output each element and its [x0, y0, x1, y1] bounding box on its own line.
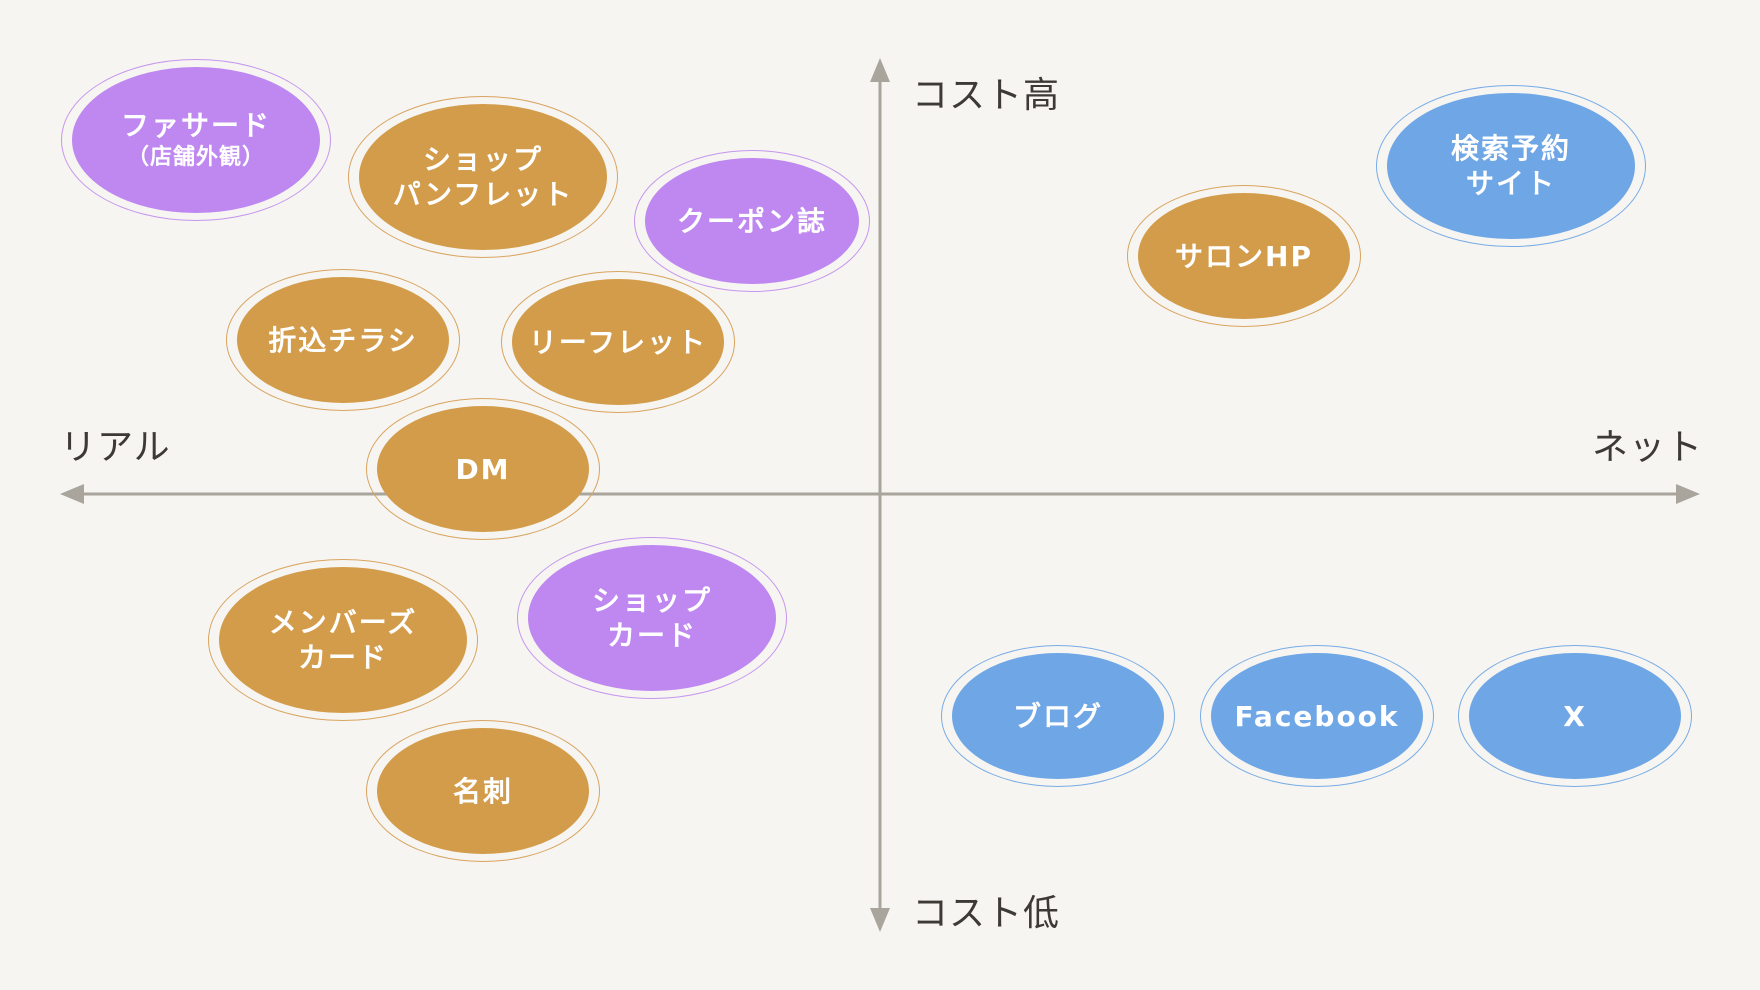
bubble-label: サロンHP — [1175, 239, 1313, 274]
bubble-label: リーフレット — [529, 325, 707, 360]
bubble-dm: DM — [366, 398, 600, 540]
top-arrowhead — [870, 58, 890, 82]
bubble-outline — [1127, 185, 1361, 327]
bubble-outline — [348, 96, 618, 258]
bubble-label-line: 検索予約 — [1450, 132, 1571, 165]
bubble-outline — [208, 559, 478, 721]
bubble-label-line: リーフレット — [528, 325, 708, 359]
bubble-label: ブログ — [1013, 699, 1103, 734]
bubble-outline — [517, 537, 787, 699]
bubble-label-line: 名刺 — [452, 774, 513, 808]
bubble-label-line: カード — [297, 641, 388, 674]
bottom-arrowhead — [870, 908, 890, 932]
axis-label-left: リアル — [60, 427, 171, 468]
bubble-outline — [941, 645, 1175, 787]
bubble-label-line: 折込チラシ — [268, 323, 418, 357]
bubble-members-card: メンバーズカード — [208, 559, 478, 721]
bubble-facade: ファサード（店舗外観） — [61, 59, 331, 221]
bubble-outline — [226, 269, 460, 411]
bubble-shop-pamphlet: ショップパンフレット — [348, 96, 618, 258]
bubble-x: X — [1458, 645, 1692, 787]
bubble-label-line: DM — [455, 452, 511, 486]
right-arrowhead — [1676, 484, 1700, 504]
bubble-coupon-magazine: クーポン誌 — [634, 150, 870, 292]
bubble-outline — [1376, 85, 1646, 247]
bubble-label: DM — [455, 452, 510, 487]
bubble-label-line: サロンHP — [1175, 239, 1313, 273]
bubble-outline — [1200, 645, 1434, 787]
bubble-label: X — [1563, 699, 1587, 734]
axis-label-right: ネット — [1592, 427, 1704, 468]
bubble-leaflet: リーフレット — [501, 271, 735, 413]
bubble-salon-hp: サロンHP — [1127, 185, 1361, 327]
bubble-label-line: ブログ — [1012, 699, 1103, 733]
bubble-label: ショップカード — [592, 583, 712, 653]
bubble-label: ファサード（店舗外観） — [121, 108, 271, 173]
bubble-label: 検索予約サイト — [1451, 131, 1571, 201]
bubble-booking-site: 検索予約サイト — [1376, 85, 1646, 247]
bubble-blog: ブログ — [941, 645, 1175, 787]
bubble-outline — [1458, 645, 1692, 787]
bubble-insert-flyer: 折込チラシ — [226, 269, 460, 411]
bubble-label: クーポン誌 — [677, 204, 827, 239]
bubble-label: 名刺 — [453, 774, 513, 809]
bubble-outline — [501, 271, 735, 413]
bubble-label-line: クーポン誌 — [676, 204, 827, 238]
bubble-label-line: Facebook — [1234, 699, 1400, 733]
bubble-facebook: Facebook — [1200, 645, 1434, 787]
bubble-outline — [366, 720, 600, 862]
bubble-outline — [61, 59, 331, 221]
bubble-label-line: パンフレット — [392, 178, 574, 211]
bubble-label-line: ショップ — [422, 143, 543, 176]
bubble-label: Facebook — [1234, 699, 1399, 734]
bubble-label: 折込チラシ — [268, 323, 417, 358]
axis-label-bottom: コスト低 — [912, 893, 1061, 934]
left-arrowhead — [60, 484, 84, 504]
bubble-label-line: サイト — [1465, 167, 1556, 200]
bubble-sublabel: （店舗外観） — [126, 144, 265, 170]
bubble-label: メンバーズカード — [269, 605, 418, 675]
bubble-outline — [366, 398, 600, 540]
bubble-label-line: X — [1563, 699, 1587, 733]
bubble-outline — [634, 150, 870, 292]
bubble-label-line: メンバーズ — [268, 606, 418, 639]
axis-label-top: コスト高 — [912, 75, 1061, 116]
bubble-label-line: ショップ — [591, 584, 712, 617]
bubble-shop-card: ショップカード — [517, 537, 787, 699]
bubble-label-line: カード — [606, 619, 697, 652]
bubble-label: ショップパンフレット — [393, 142, 574, 212]
bubble-business-card: 名刺 — [366, 720, 600, 862]
bubble-label-line: ファサード — [120, 108, 271, 142]
